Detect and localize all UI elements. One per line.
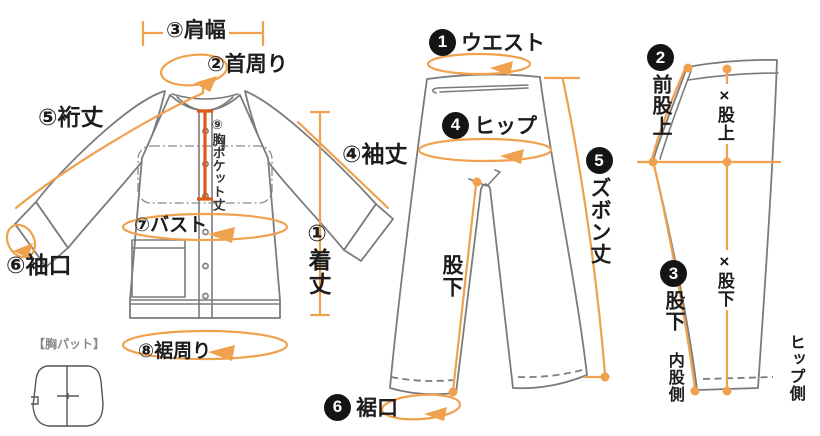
pants-length-label: ズボン丈: [588, 177, 611, 265]
front-rise-label: 前股上: [649, 74, 671, 137]
pants-length-number-badge: 5: [585, 147, 613, 174]
leg-hem-label: 裾口: [356, 397, 398, 420]
hip-side-label: ヒップ側: [786, 334, 804, 402]
front-rise-number-badge: 2: [647, 44, 674, 71]
bust-label: ⑦バスト: [134, 215, 208, 236]
pants-length-annotation: 5 ズボン丈: [584, 147, 614, 265]
inner-thigh-side-label: 内股側: [665, 352, 683, 403]
x-inseam-label: ×股下: [714, 250, 734, 310]
hip-measure-ring: [417, 137, 553, 163]
x-rise-label: ×股上: [714, 84, 734, 144]
front-measure-lines: [380, 52, 610, 421]
hem-round-label: ⑧裾周り: [138, 341, 212, 362]
hip-annotation: 4 ヒップ: [442, 110, 537, 140]
hem-measure-ring: [121, 329, 289, 361]
leg-hem-number-badge: 6: [324, 393, 351, 421]
neck-label: ②首周り: [207, 53, 288, 76]
pajama-top-drawing: [14, 90, 394, 319]
top-measure-lines: [5, 20, 390, 361]
inseam-side-label: 股下: [662, 290, 684, 332]
waist-number-badge: 1: [429, 28, 456, 56]
shoulder-width-label: ③肩幅: [163, 19, 229, 43]
leg-hem-annotation: 6 裾口: [324, 392, 398, 422]
hip-label: ヒップ: [474, 115, 537, 138]
leg-hem-measure-ring: [380, 393, 462, 421]
cuff-label: ⑥袖口: [6, 252, 72, 278]
pocket-depth-label: ⑨胸ポケット丈: [210, 118, 226, 211]
inseam-side-annotation: 3 股下: [659, 260, 688, 332]
front-rise-annotation: 2 前股上: [646, 44, 675, 137]
hip-number-badge: 4: [442, 111, 469, 139]
inseam-front-label: 股下: [440, 254, 464, 298]
pants-side-drawing: [652, 58, 779, 391]
pants-front-drawing: [389, 73, 588, 396]
chest-pad-label: 【胸パット】: [33, 337, 106, 351]
cuff-measure-ring: [5, 223, 37, 259]
garment-length-label: ①着丈: [305, 221, 332, 296]
waist-measure-ring: [426, 52, 532, 76]
bust-measure-ring: [121, 212, 289, 242]
waist-label: ウエスト: [461, 32, 545, 55]
sleeve-length-label: ④袖丈: [342, 141, 408, 167]
waist-annotation: 1 ウエスト: [429, 27, 545, 57]
yuki-label: ⑤裄丈: [38, 104, 104, 130]
chest-pad-drawing: [31, 365, 104, 427]
neck-measure-ring: [160, 53, 228, 87]
inseam-side-number-badge: 3: [660, 260, 687, 287]
